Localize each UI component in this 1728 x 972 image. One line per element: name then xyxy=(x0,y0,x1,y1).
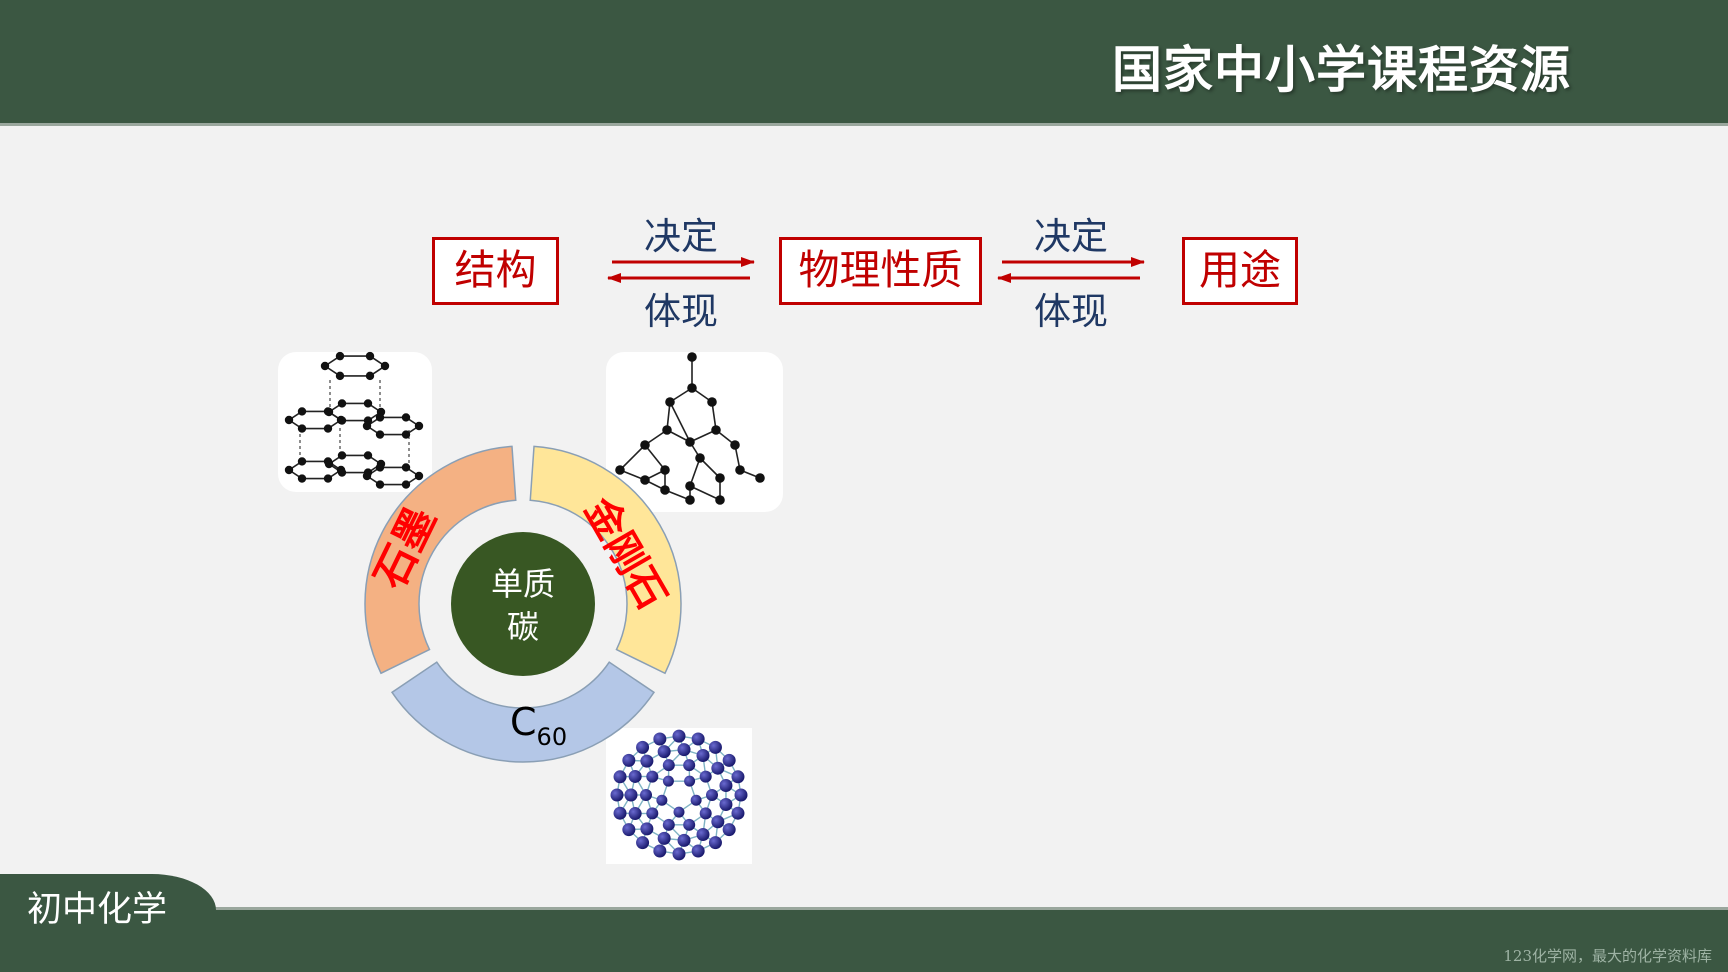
segment-label-c60: C60 xyxy=(510,700,567,751)
carbon-ring xyxy=(364,445,682,763)
segment-c60 xyxy=(390,661,656,763)
header-divider xyxy=(0,123,1728,126)
graphite-lattice-icon xyxy=(284,351,424,489)
header-bar xyxy=(0,0,1728,123)
center-label-line1: 单质 xyxy=(491,565,555,603)
watermark-text: 123化学网，最大的化学资料库 xyxy=(1503,947,1712,965)
segment-graphite xyxy=(364,445,517,675)
relation-forward-1: 决定 xyxy=(644,215,718,258)
segment-diamond xyxy=(529,445,682,675)
box-uses: 用途 xyxy=(1182,237,1298,305)
subject-tab xyxy=(0,874,216,972)
diamond-lattice-icon xyxy=(615,352,765,505)
arrow-pair-1 xyxy=(607,257,755,283)
relation-backward-2: 体现 xyxy=(1034,290,1108,333)
c60-molecule-icon xyxy=(610,729,748,861)
relation-backward-1: 体现 xyxy=(644,290,718,333)
footer-bar xyxy=(0,910,1728,972)
relation-forward-2: 决定 xyxy=(1034,215,1108,258)
subject-label: 初中化学 xyxy=(27,890,168,930)
arrow-pair-2 xyxy=(997,257,1145,283)
center-label-line2: 碳 xyxy=(507,608,539,646)
footer-divider xyxy=(0,907,1728,910)
brand-title: 国家中小学课程资源 xyxy=(1112,41,1571,99)
center-circle xyxy=(451,532,595,676)
box-structure: 结构 xyxy=(432,237,559,305)
box-physical-properties: 物理性质 xyxy=(779,237,982,305)
